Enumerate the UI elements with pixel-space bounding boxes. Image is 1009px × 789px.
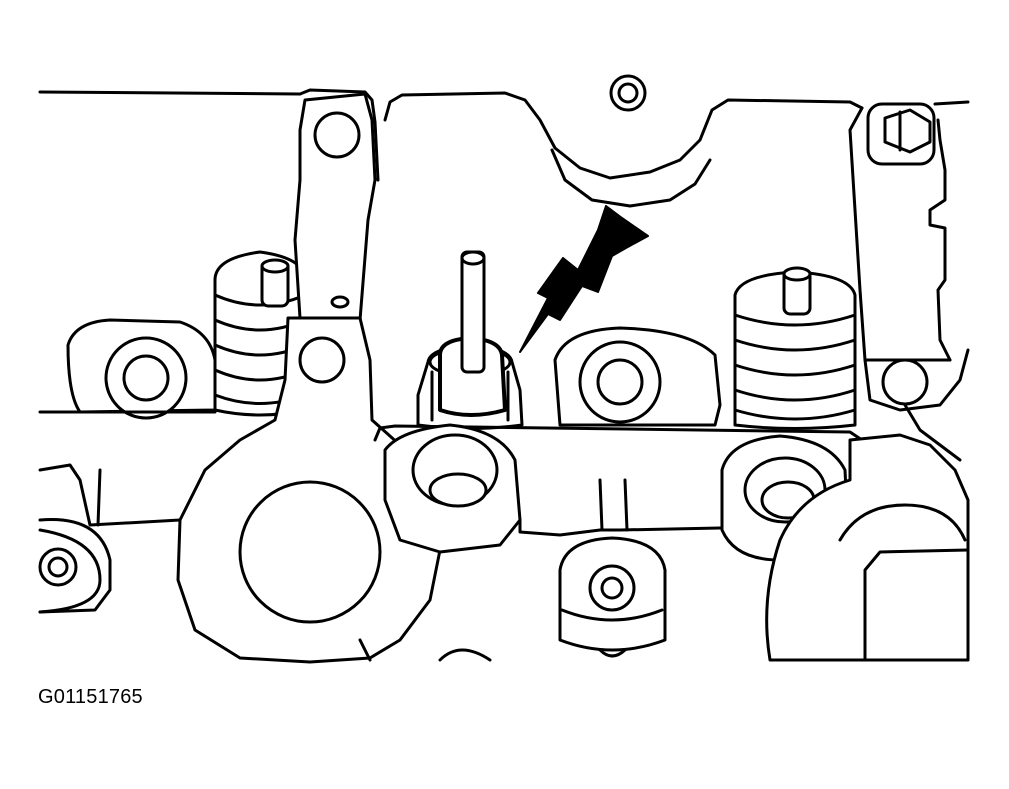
right-lower-pedestal — [765, 433, 970, 662]
center-valve — [416, 250, 524, 430]
left-rocker-arm — [176, 92, 444, 664]
bottom-details — [358, 638, 492, 662]
center-boss — [553, 326, 722, 427]
left-boss — [66, 318, 217, 420]
top-bolt-hole — [609, 74, 647, 112]
figure-id-label: G01151765 — [38, 686, 143, 708]
right-pedestal — [848, 106, 970, 462]
hex-bolt — [866, 102, 936, 166]
left-rail — [38, 410, 217, 614]
lower-rail — [373, 423, 864, 554]
pointer-arrow — [519, 205, 649, 353]
head-casting-outline — [38, 88, 970, 362]
lower-center-boss — [558, 536, 667, 658]
right-valve-spring — [733, 266, 857, 430]
